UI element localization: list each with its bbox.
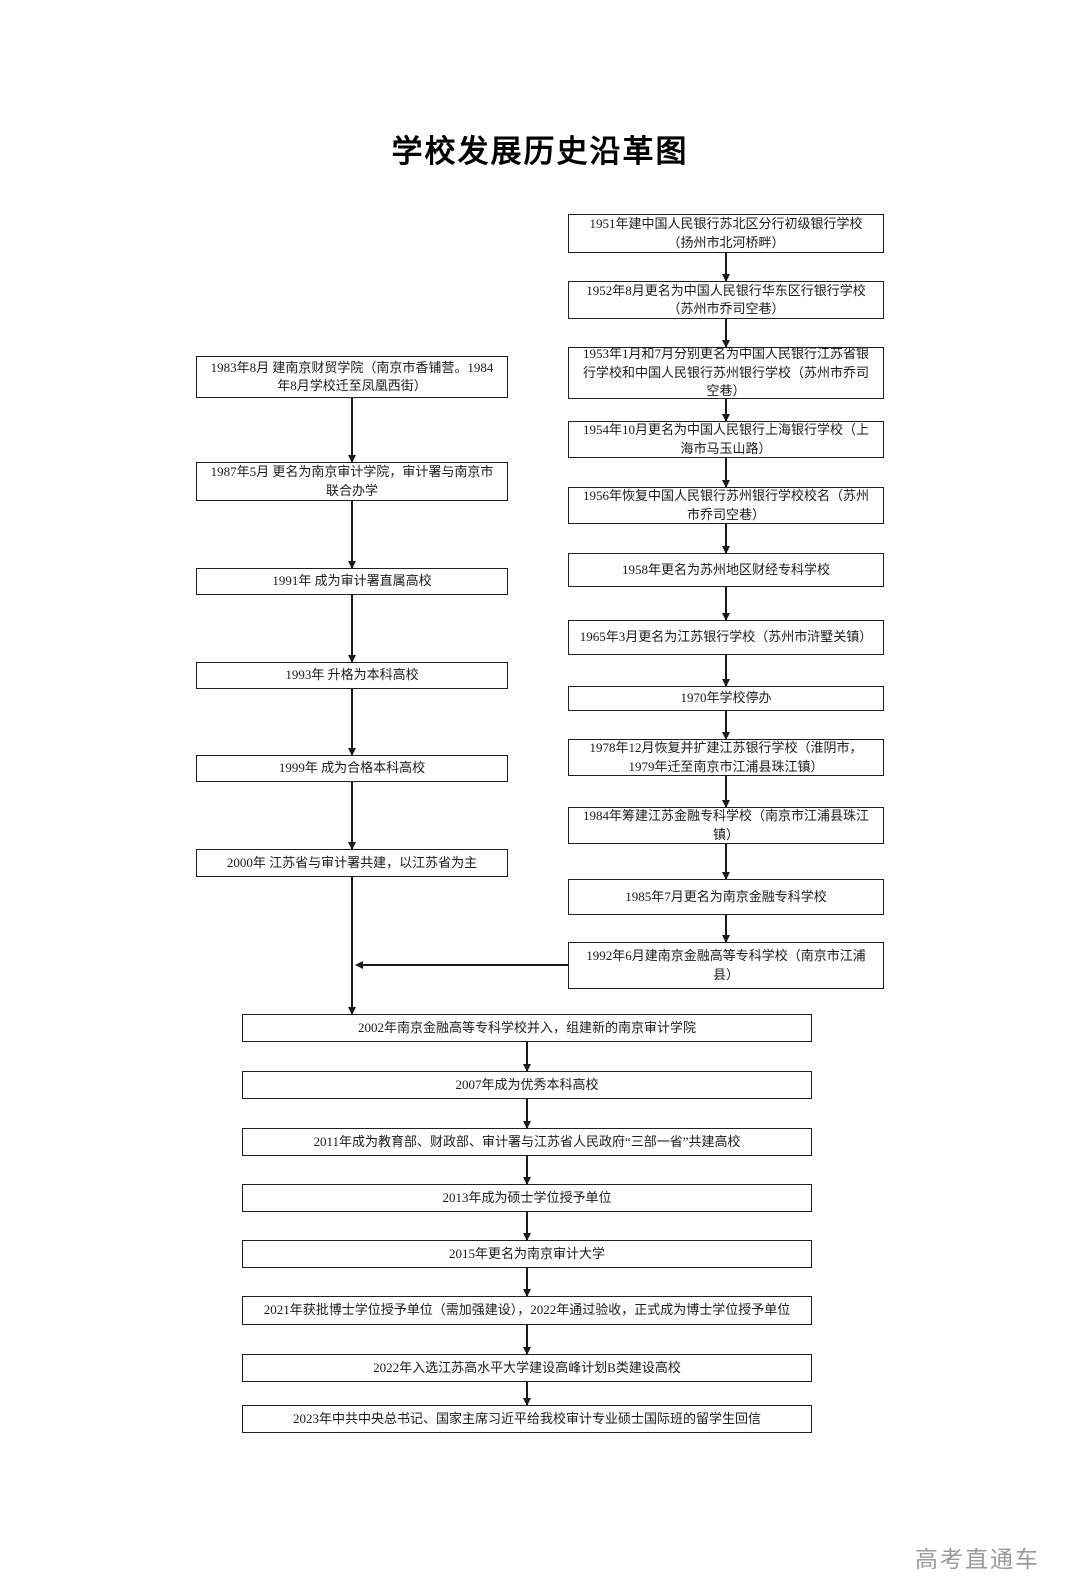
- arrow-down: [526, 1212, 528, 1240]
- arrow-down: [725, 587, 727, 620]
- arrow-down: [351, 595, 353, 662]
- arrow-down: [526, 1156, 528, 1184]
- flow-box-2002: 2002年南京金融高等专科学校并入，组建新的南京审计学院: [242, 1014, 812, 1042]
- flow-box-1970: 1970年学校停办: [568, 686, 884, 711]
- watermark-text: 高考直通车: [915, 1546, 1040, 1572]
- arrow-down: [526, 1325, 528, 1354]
- flow-box-2022: 2022年入选江苏高水平大学建设高峰计划B类建设高校: [242, 1354, 812, 1382]
- flow-box-2000: 2000年 江苏省与审计署共建，以江苏省为主: [196, 849, 508, 877]
- arrow-left-merge: [363, 964, 568, 966]
- arrow-down: [526, 1099, 528, 1128]
- arrow-down: [725, 655, 727, 686]
- flow-box-1987: 1987年5月 更名为南京审计学院，审计署与南京市联合办学: [196, 462, 508, 501]
- arrow-down: [725, 524, 727, 553]
- flow-box-2013: 2013年成为硕士学位授予单位: [242, 1184, 812, 1212]
- flow-box-1954: 1954年10月更名为中国人民银行上海银行学校（上海市马玉山路）: [568, 421, 884, 458]
- arrow-down: [725, 319, 727, 347]
- arrow-down: [351, 398, 353, 462]
- flow-box-1951: 1951年建中国人民银行苏北区分行初级银行学校（扬州市北河桥畔）: [568, 214, 884, 253]
- arrow-down: [725, 399, 727, 421]
- flow-box-2023: 2023年中共中央总书记、国家主席习近平给我校审计专业硕士国际班的留学生回信: [242, 1405, 812, 1433]
- arrow-down: [725, 253, 727, 281]
- arrow-down: [725, 844, 727, 879]
- flow-box-1983: 1983年8月 建南京财贸学院（南京市香铺营。1984年8月学校迁至凤凰西街）: [196, 356, 508, 398]
- arrow-down: [526, 1042, 528, 1071]
- arrow-down: [725, 711, 727, 739]
- flow-box-1984: 1984年筹建江苏金融专科学校（南京市江浦县珠江镇）: [568, 807, 884, 844]
- flow-box-2021: 2021年获批博士学位授予单位（需加强建设），2022年通过验收，正式成为博士学…: [242, 1296, 812, 1325]
- flow-box-2015: 2015年更名为南京审计大学: [242, 1240, 812, 1268]
- flow-box-1992: 1992年6月建南京金融高等专科学校（南京市江浦县）: [568, 942, 884, 989]
- flow-box-1978: 1978年12月恢复并扩建江苏银行学校（淮阴市，1979年迁至南京市江浦县珠江镇…: [568, 739, 884, 776]
- flow-box-1965: 1965年3月更名为江苏银行学校（苏州市浒墅关镇）: [568, 620, 884, 655]
- flow-box-1956: 1956年恢复中国人民银行苏州银行学校校名（苏州市乔司空巷）: [568, 487, 884, 524]
- flow-box-2007: 2007年成为优秀本科高校: [242, 1071, 812, 1099]
- arrow-down: [351, 501, 353, 568]
- arrow-down: [725, 776, 727, 807]
- flow-box-1958: 1958年更名为苏州地区财经专科学校: [568, 553, 884, 587]
- flow-box-1999: 1999年 成为合格本科高校: [196, 755, 508, 782]
- arrow-down: [725, 915, 727, 942]
- arrow-down: [526, 1268, 528, 1296]
- flow-box-1952: 1952年8月更名为中国人民银行华东区行银行学校（苏州市乔司空巷）: [568, 281, 884, 319]
- arrow-down: [526, 1382, 528, 1405]
- flow-box-1991: 1991年 成为审计署直属高校: [196, 568, 508, 595]
- arrow-down: [351, 782, 353, 849]
- arrow-down: [351, 689, 353, 755]
- flow-box-2011: 2011年成为教育部、财政部、审计署与江苏省人民政府“三部一省”共建高校: [242, 1128, 812, 1156]
- arrow-down-merge: [351, 877, 353, 1014]
- diagram-title: 学校发展历史沿革图: [391, 134, 689, 169]
- arrow-down: [725, 458, 727, 487]
- flow-box-1985: 1985年7月更名为南京金融专科学校: [568, 879, 884, 915]
- flow-box-1993: 1993年 升格为本科高校: [196, 662, 508, 689]
- flow-box-1953: 1953年1月和7月分别更名为中国人民银行江苏省银行学校和中国人民银行苏州银行学…: [568, 346, 884, 399]
